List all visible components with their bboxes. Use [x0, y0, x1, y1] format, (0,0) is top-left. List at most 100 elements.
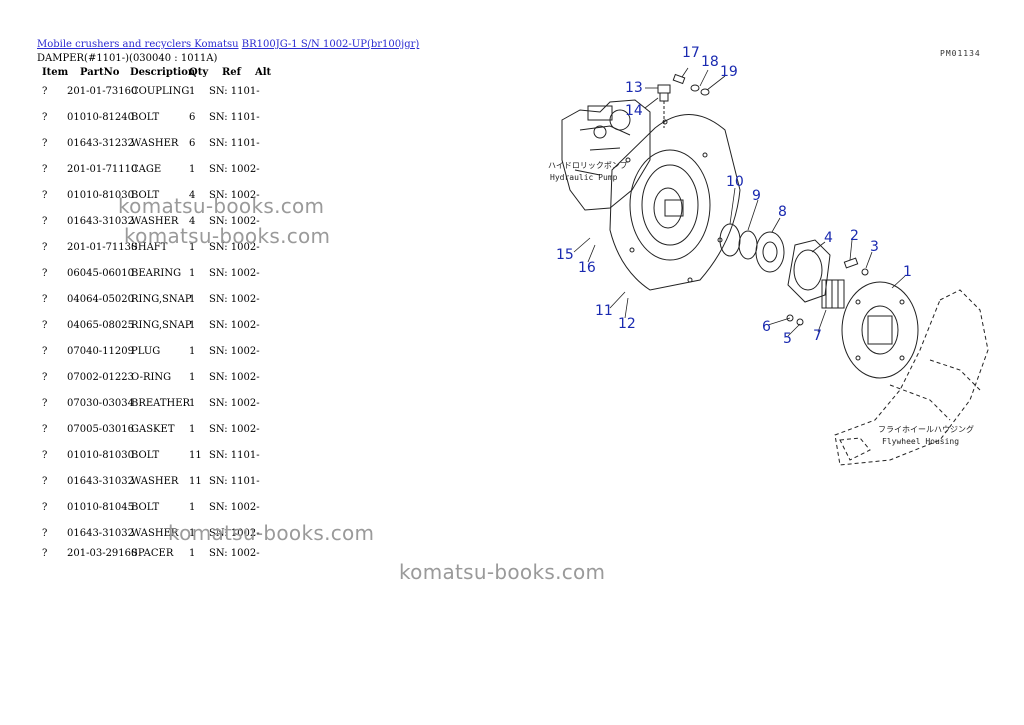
cell-item: ?: [42, 450, 48, 461]
cell-partno: 04065-08025: [67, 320, 135, 331]
cell-partno: 01010-81030: [67, 450, 135, 461]
cell-item: ?: [42, 548, 48, 559]
cell-description: RING,SNAP: [131, 320, 192, 331]
breadcrumb-link-catalog[interactable]: Mobile crushers and recyclers Komatsu: [37, 39, 239, 50]
cell-ref: SN: 1002-: [209, 242, 260, 253]
cell-partno: 01643-31032: [67, 528, 135, 539]
cell-description: SHAFT: [131, 242, 168, 253]
cell-ref: SN: 1101-: [209, 476, 260, 487]
watermark: komatsu-books.com: [118, 194, 325, 218]
cell-ref: SN: 1002-: [209, 398, 260, 409]
cell-description: WASHER: [131, 476, 179, 487]
cell-partno: 01010-81045: [67, 502, 135, 513]
callout-7: 7: [813, 328, 822, 344]
cell-item: ?: [42, 112, 48, 123]
cell-partno: 04064-05020: [67, 294, 135, 305]
cell-item: ?: [42, 190, 48, 201]
cell-description: BEARING: [131, 268, 182, 279]
cell-item: ?: [42, 242, 48, 253]
cell-item: ?: [42, 164, 48, 175]
cell-description: BOLT: [131, 450, 160, 461]
callout-10: 10: [726, 174, 744, 190]
cell-qty: 1: [189, 164, 196, 175]
breadcrumb-link-model[interactable]: BR100JG-1 S/N 1002-UP(br100jgr): [241, 39, 420, 50]
header-item: Item: [42, 67, 69, 78]
watermark: komatsu-books.com: [399, 560, 606, 584]
cell-ref: SN: 1002-: [209, 346, 260, 357]
cell-partno: 06045-06010: [67, 268, 135, 279]
cell-ref: SN: 1002-: [209, 164, 260, 175]
cell-qty: 1: [189, 548, 196, 559]
header-ref: Ref: [222, 67, 241, 78]
cell-qty: 1: [189, 86, 196, 97]
cell-partno: 07030-03034: [67, 398, 135, 409]
flywheel-housing-drawing: [834, 289, 989, 466]
cell-qty: 11: [189, 450, 202, 461]
cell-qty: 4: [189, 190, 196, 201]
watermark: komatsu-books.com: [124, 224, 331, 248]
cell-partno: 201-03-29160: [67, 548, 138, 559]
cell-ref: SN: 1101-: [209, 138, 260, 149]
cell-description: BOLT: [131, 190, 160, 201]
cell-description: PLUG: [131, 346, 161, 357]
hydraulic-pump-drawing: [561, 99, 651, 211]
callout-1: 1: [903, 264, 912, 280]
cell-description: WASHER: [131, 528, 179, 539]
housing-plate-drawing: [609, 114, 741, 291]
cell-description: BREATHER: [131, 398, 191, 409]
cell-item: ?: [42, 528, 48, 539]
cell-ref: SN: 1101-: [209, 450, 260, 461]
cell-ref: SN: 1101-: [209, 86, 260, 97]
cell-description: SPACER: [131, 548, 174, 559]
label-flywheel-housing-en: Flywheel Housing: [882, 437, 959, 446]
cell-ref: SN: 1002-: [209, 502, 260, 513]
cell-item: ?: [42, 216, 48, 227]
callout-12: 12: [618, 316, 636, 332]
cell-description: O-RING: [131, 372, 172, 383]
cell-partno: 201-01-71110: [67, 164, 138, 175]
cell-item: ?: [42, 268, 48, 279]
cell-qty: 1: [189, 372, 196, 383]
plug-and-breather-drawing: [657, 73, 710, 128]
cell-partno: 01010-81240: [67, 112, 135, 123]
callout-16: 16: [578, 260, 596, 276]
cell-description: BOLT: [131, 112, 160, 123]
cell-description: CAGE: [131, 164, 162, 175]
label-flywheel-housing-jp: フライホイールハウジング: [878, 424, 974, 434]
cell-qty: 11: [189, 476, 202, 487]
cell-description: WASHER: [131, 138, 179, 149]
cell-ref: SN: 1002-: [209, 424, 260, 435]
cell-ref: SN: 1002-: [209, 528, 260, 539]
cell-partno: 07040-11209: [67, 346, 135, 357]
diagram-labels: ハイドロリックポンプ Hydraulic Pump フライホイールハウジング F…: [548, 161, 974, 446]
cell-item: ?: [42, 476, 48, 487]
cell-qty: 1: [189, 398, 196, 409]
cell-qty: 4: [189, 216, 196, 227]
cell-ref: SN: 1002-: [209, 190, 260, 201]
cell-ref: SN: 1002-: [209, 320, 260, 331]
cell-qty: 1: [189, 502, 196, 513]
cell-item: ?: [42, 372, 48, 383]
cell-partno: 01010-81030: [67, 190, 135, 201]
cell-partno: 07002-01223: [67, 372, 135, 383]
cell-qty: 1: [189, 294, 196, 305]
callout-19: 19: [720, 64, 738, 80]
cell-ref: SN: 1101-: [209, 112, 260, 123]
cell-ref: SN: 1002-: [209, 216, 260, 227]
callout-numbers: 17 18 19 13 14 10 9 8 4 2 3 1 15 16 11 1…: [556, 45, 912, 347]
bearing-assembly-drawing: [719, 223, 869, 309]
cell-qty: 1: [189, 242, 196, 253]
